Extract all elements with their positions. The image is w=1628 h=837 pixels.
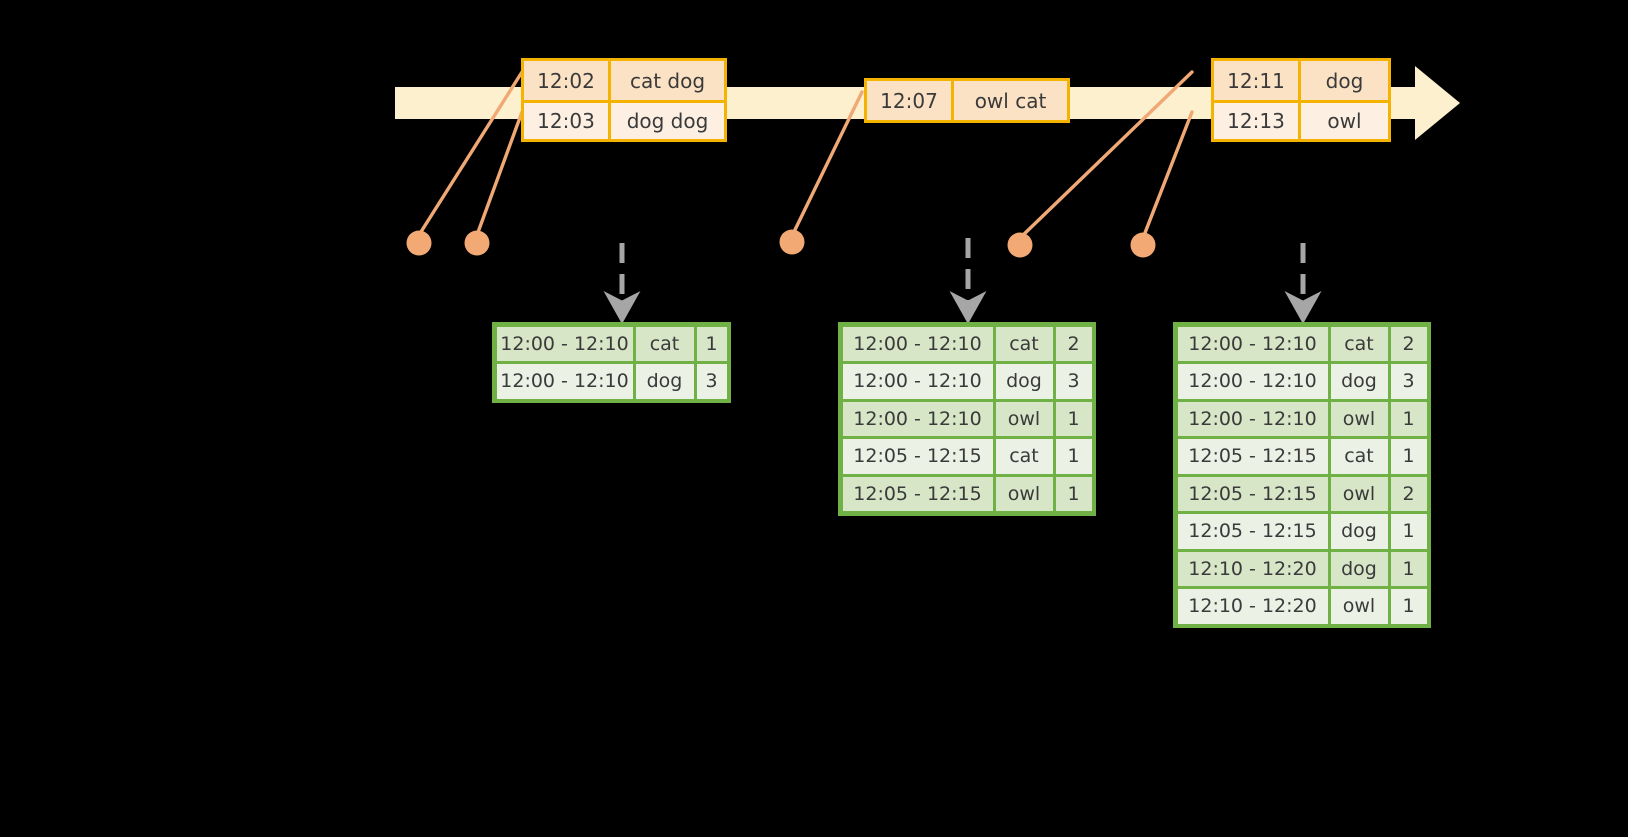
- event-row: 12:02 cat dog: [524, 61, 724, 100]
- result-table-2: 12:00 - 12:10 cat 2 12:00 - 12:10 dog 3 …: [838, 322, 1096, 516]
- event-words: owl: [1298, 103, 1388, 139]
- event-words: cat dog: [608, 61, 724, 100]
- table-row: 12:00 - 12:10 dog 3: [495, 363, 728, 401]
- table-row: 12:05 - 12:15 cat 1: [1176, 438, 1428, 476]
- watermark-dot-2: [464, 230, 490, 256]
- word-cell: owl: [1330, 589, 1388, 624]
- window-cell: 12:05 - 12:15: [842, 439, 993, 474]
- event-time: 12:13: [1214, 103, 1298, 139]
- window-cell: 12:05 - 12:15: [1177, 514, 1328, 549]
- word-cell: dog: [635, 364, 694, 399]
- word-cell: cat: [1330, 326, 1388, 361]
- window-cell: 12:05 - 12:15: [842, 476, 993, 511]
- word-cell: cat: [995, 326, 1053, 361]
- result-table-3: 12:00 - 12:10 cat 2 12:00 - 12:10 dog 3 …: [1173, 322, 1431, 628]
- window-cell: 12:05 - 12:15: [1177, 439, 1328, 474]
- word-cell: dog: [1330, 514, 1388, 549]
- connector-line-5: [1141, 110, 1194, 240]
- count-cell: 2: [1055, 326, 1092, 361]
- window-cell: 12:00 - 12:10: [842, 326, 993, 361]
- event-words: dog dog: [608, 103, 724, 139]
- word-cell: dog: [995, 364, 1053, 399]
- word-cell: cat: [1330, 439, 1388, 474]
- window-cell: 12:00 - 12:10: [496, 364, 633, 399]
- event-time: 12:03: [524, 103, 608, 139]
- count-cell: 1: [1390, 514, 1427, 549]
- event-row: 12:07 owl cat: [867, 81, 1067, 120]
- event-box-2: 12:07 owl cat: [864, 78, 1070, 123]
- table-row: 12:00 - 12:10 owl 1: [841, 400, 1093, 438]
- table-row: 12:00 - 12:10 cat 1: [495, 325, 728, 363]
- table-row: 12:05 - 12:15 owl 1: [841, 475, 1093, 513]
- connector-line-1: [417, 70, 524, 237]
- event-words: dog: [1298, 61, 1388, 100]
- word-cell: owl: [1330, 401, 1388, 436]
- table-row: 12:00 - 12:10 dog 3: [1176, 363, 1428, 401]
- count-cell: 3: [1390, 364, 1427, 399]
- connector-line-3: [790, 90, 864, 238]
- count-cell: 1: [1055, 476, 1092, 511]
- window-cell: 12:10 - 12:20: [1177, 551, 1328, 586]
- count-cell: 3: [696, 364, 727, 399]
- connector-line-2: [475, 110, 524, 237]
- count-cell: 1: [1055, 439, 1092, 474]
- count-cell: 1: [1390, 439, 1427, 474]
- table-row: 12:05 - 12:15 owl 2: [1176, 475, 1428, 513]
- watermark-dot-5: [1130, 232, 1156, 258]
- window-cell: 12:00 - 12:10: [842, 364, 993, 399]
- table-row: 12:00 - 12:10 dog 3: [841, 363, 1093, 401]
- count-cell: 1: [1055, 401, 1092, 436]
- count-cell: 3: [1055, 364, 1092, 399]
- word-cell: dog: [1330, 551, 1388, 586]
- table-row: 12:00 - 12:10 cat 2: [1176, 325, 1428, 363]
- table-row: 12:10 - 12:20 dog 1: [1176, 550, 1428, 588]
- word-cell: owl: [1330, 476, 1388, 511]
- table-row: 12:00 - 12:10 cat 2: [841, 325, 1093, 363]
- window-cell: 12:00 - 12:10: [496, 326, 633, 361]
- count-cell: 2: [1390, 476, 1427, 511]
- word-cell: cat: [635, 326, 694, 361]
- event-row: 12:13 owl: [1214, 100, 1388, 139]
- word-cell: dog: [1330, 364, 1388, 399]
- window-cell: 12:05 - 12:15: [1177, 476, 1328, 511]
- count-cell: 1: [696, 326, 727, 361]
- table-row: 12:00 - 12:10 owl 1: [1176, 400, 1428, 438]
- table-row: 12:05 - 12:15 cat 1: [841, 438, 1093, 476]
- watermark-dot-4: [1007, 232, 1033, 258]
- event-words: owl cat: [951, 81, 1067, 120]
- watermark-dots: [406, 229, 1156, 258]
- window-cell: 12:00 - 12:10: [1177, 364, 1328, 399]
- window-cell: 12:00 - 12:10: [1177, 326, 1328, 361]
- event-time: 12:07: [867, 81, 951, 120]
- event-box-1: 12:02 cat dog 12:03 dog dog: [521, 58, 727, 142]
- event-time: 12:02: [524, 61, 608, 100]
- watermark-dot-3: [779, 229, 805, 255]
- count-cell: 2: [1390, 326, 1427, 361]
- word-cell: cat: [995, 439, 1053, 474]
- window-cell: 12:10 - 12:20: [1177, 589, 1328, 624]
- event-time: 12:11: [1214, 61, 1298, 100]
- watermark-dot-1: [406, 230, 432, 256]
- event-box-3: 12:11 dog 12:13 owl: [1211, 58, 1391, 142]
- word-cell: owl: [995, 401, 1053, 436]
- window-cell: 12:00 - 12:10: [1177, 401, 1328, 436]
- table-row: 12:10 - 12:20 owl 1: [1176, 588, 1428, 626]
- count-cell: 1: [1390, 589, 1427, 624]
- table-row: 12:05 - 12:15 dog 1: [1176, 513, 1428, 551]
- window-cell: 12:00 - 12:10: [842, 401, 993, 436]
- emit-arrows: [603, 238, 1322, 324]
- result-table-1: 12:00 - 12:10 cat 1 12:00 - 12:10 dog 3: [492, 322, 731, 403]
- word-cell: owl: [995, 476, 1053, 511]
- count-cell: 1: [1390, 551, 1427, 586]
- count-cell: 1: [1390, 401, 1427, 436]
- event-row: 12:11 dog: [1214, 61, 1388, 100]
- event-row: 12:03 dog dog: [524, 100, 724, 139]
